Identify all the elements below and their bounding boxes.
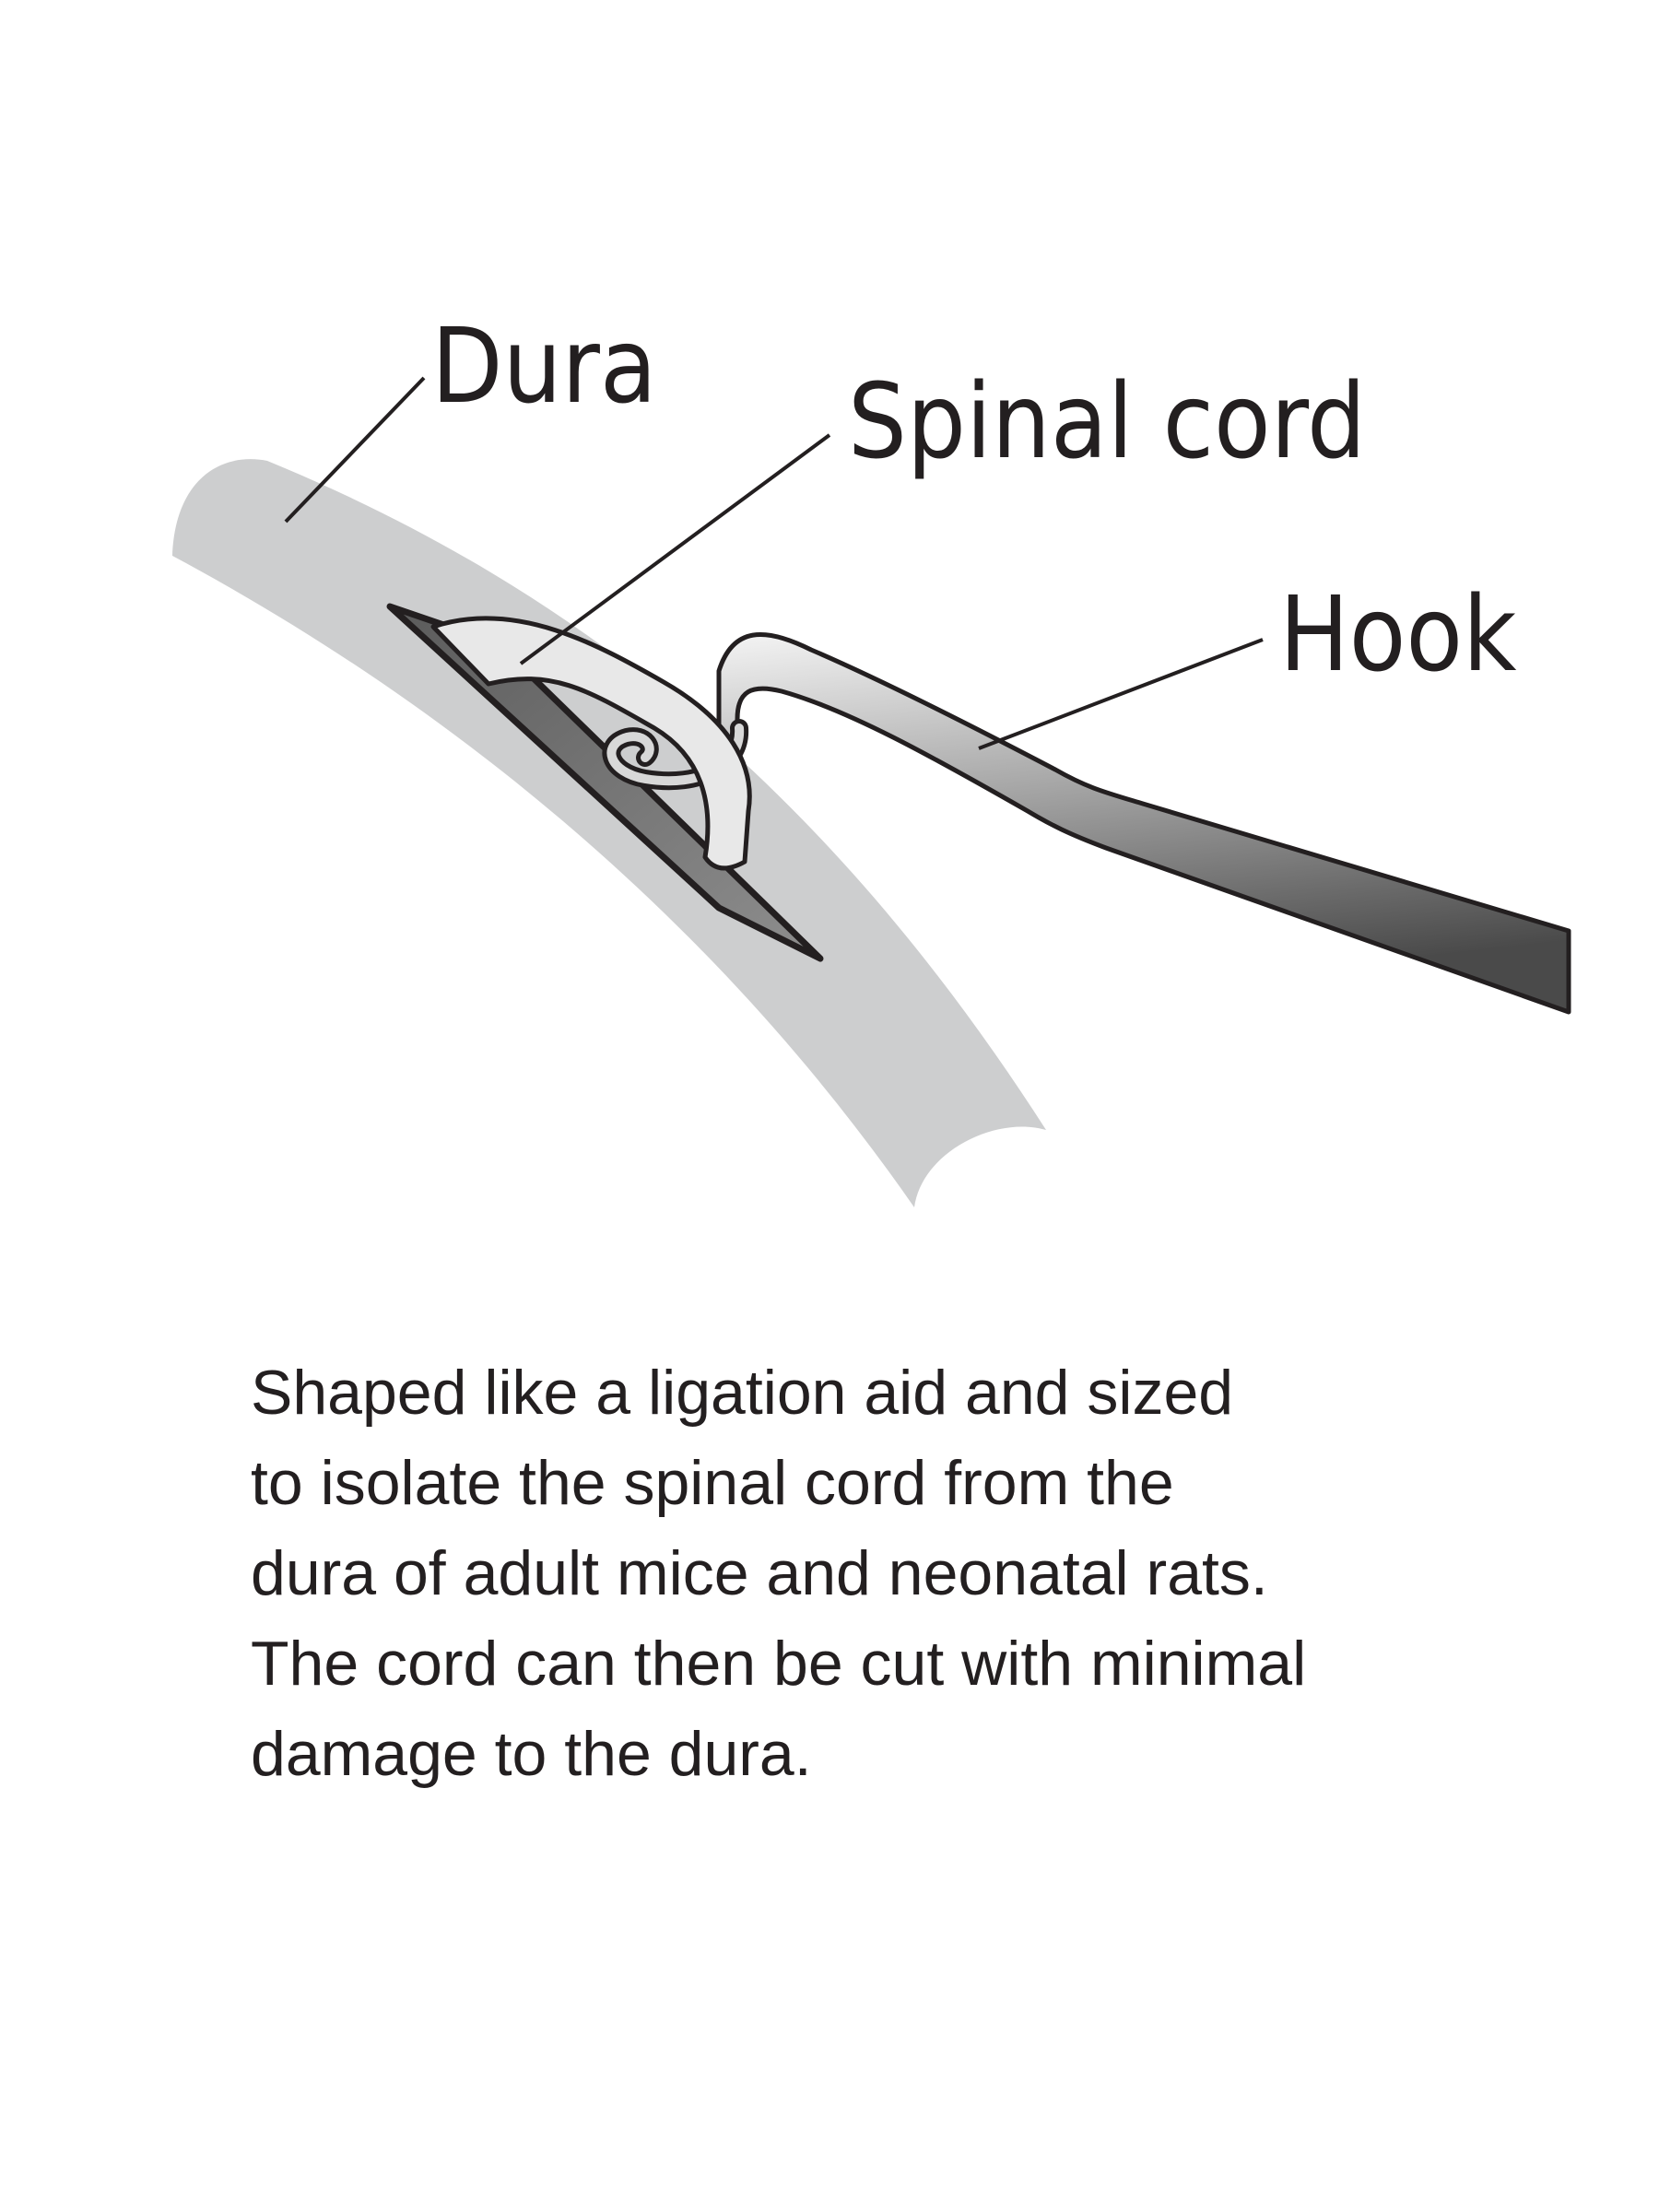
caption-line: to isolate the spinal cord from the bbox=[251, 1448, 1174, 1518]
spinal-cord-strip bbox=[430, 616, 752, 871]
caption-line: dura of adult mice and neonatal rats. bbox=[251, 1538, 1268, 1608]
spinal-cord-hook-diagram: Dura Spinal cord Hook bbox=[172, 307, 1571, 1207]
hook-label: Hook bbox=[1279, 575, 1517, 695]
hook-shaft bbox=[716, 631, 1571, 1015]
caption: Shaped like a ligation aid and sized to … bbox=[251, 1347, 1541, 1799]
spinal-cord-leader-line bbox=[519, 433, 831, 665]
dura-leader-line bbox=[284, 376, 426, 524]
hook-leader-line bbox=[978, 638, 1264, 750]
dura-label: Dura bbox=[431, 307, 657, 427]
caption-line: Shaped like a ligation aid and sized bbox=[251, 1358, 1234, 1428]
dura-band bbox=[172, 459, 1046, 1207]
caption-line: The cord can then be cut with minimal bbox=[251, 1629, 1307, 1699]
caption-line: damage to the dura. bbox=[251, 1719, 812, 1789]
spinal-cord-label: Spinal cord bbox=[848, 362, 1366, 482]
